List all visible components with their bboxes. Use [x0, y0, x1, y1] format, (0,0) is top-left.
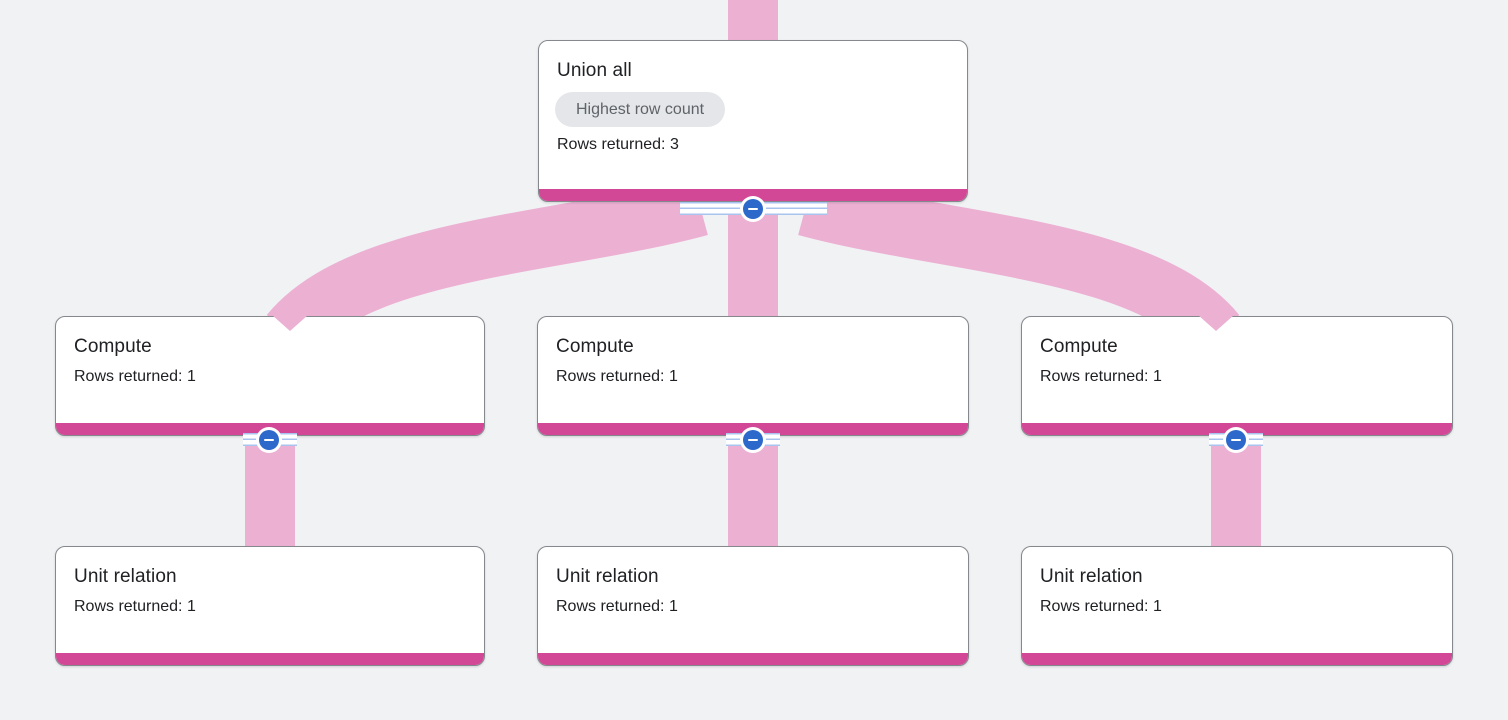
node-title: Unit relation [556, 566, 659, 587]
node-compute-left[interactable]: Compute Rows returned: 1 [55, 316, 485, 436]
edge-union-to-compute-right [798, 177, 1240, 355]
edge-union-to-compute-left [266, 177, 708, 355]
collapse-button-union[interactable] [740, 196, 766, 222]
node-accent-bar [56, 653, 484, 665]
node-title: Compute [74, 336, 152, 357]
highest-row-count-badge: Highest row count [555, 92, 726, 127]
node-unit-relation-middle[interactable]: Unit relation Rows returned: 1 [537, 546, 969, 666]
rows-returned-label: Rows returned: 1 [1040, 598, 1162, 615]
minus-icon [1226, 430, 1246, 450]
node-accent-bar [1022, 653, 1452, 665]
rows-returned-label: Rows returned: 1 [556, 598, 678, 615]
minus-icon [259, 430, 279, 450]
rows-returned-label: Rows returned: 1 [74, 368, 196, 385]
node-unit-relation-right[interactable]: Unit relation Rows returned: 1 [1021, 546, 1453, 666]
node-compute-middle[interactable]: Compute Rows returned: 1 [537, 316, 969, 436]
minus-icon [743, 430, 763, 450]
node-title: Unit relation [74, 566, 177, 587]
rows-returned-label: Rows returned: 1 [74, 598, 196, 615]
rows-returned-label: Rows returned: 3 [557, 136, 679, 153]
minus-icon [743, 199, 763, 219]
node-title: Compute [1040, 336, 1118, 357]
node-accent-bar [539, 189, 967, 201]
collapse-button-compute-right[interactable] [1223, 427, 1249, 453]
node-title: Union all [557, 60, 632, 81]
rows-returned-label: Rows returned: 1 [1040, 368, 1162, 385]
node-title: Unit relation [1040, 566, 1143, 587]
node-unit-relation-left[interactable]: Unit relation Rows returned: 1 [55, 546, 485, 666]
node-union-all[interactable]: Union all Highest row count Rows returne… [538, 40, 968, 202]
node-title: Compute [556, 336, 634, 357]
edge-into-union [728, 0, 778, 44]
rows-returned-label: Rows returned: 1 [556, 368, 678, 385]
collapse-button-compute-middle[interactable] [740, 427, 766, 453]
collapse-button-compute-left[interactable] [256, 427, 282, 453]
node-accent-bar [538, 653, 968, 665]
node-compute-right[interactable]: Compute Rows returned: 1 [1021, 316, 1453, 436]
